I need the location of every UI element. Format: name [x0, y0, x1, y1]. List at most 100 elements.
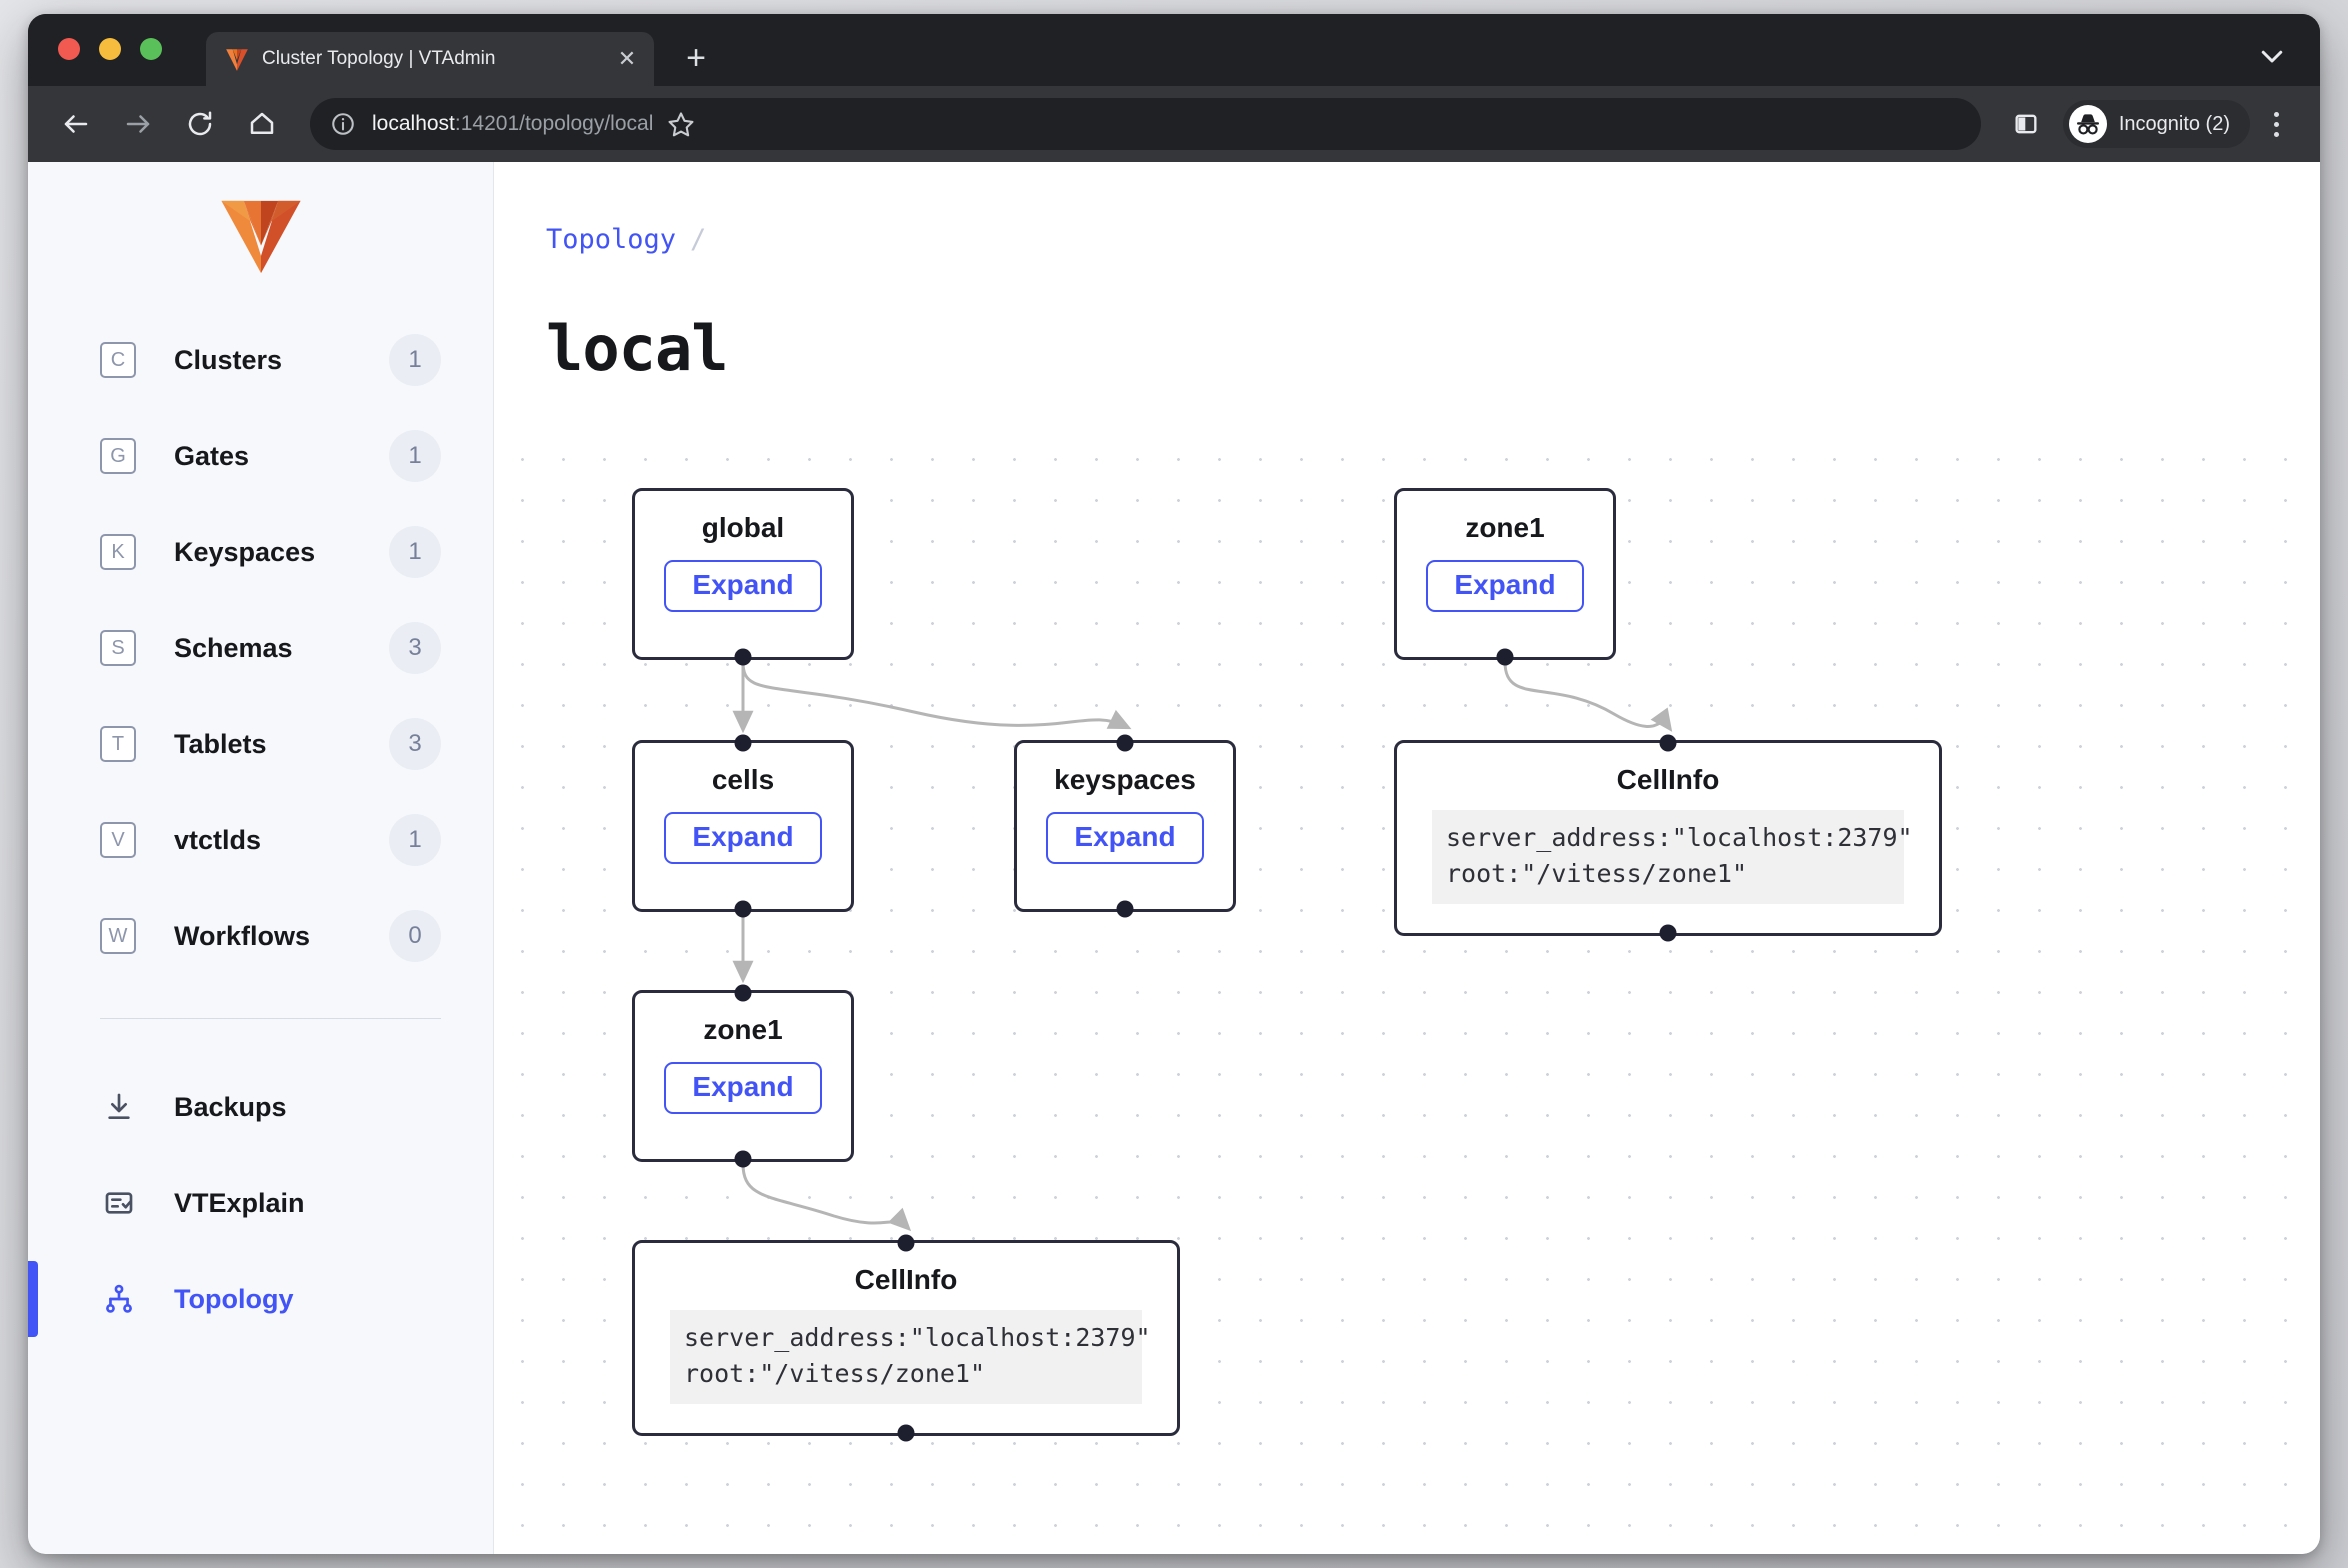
- status-badge: 0: [389, 910, 441, 962]
- expand-button[interactable]: Expand: [1426, 559, 1584, 612]
- sidebar-item-label: Gates: [174, 440, 250, 471]
- browser-window: Cluster Topology | VTAdmin ✕ +: [28, 14, 2320, 1554]
- sidebar-item-gates[interactable]: G Gates 1: [28, 408, 493, 504]
- window-traffic-lights: [58, 38, 162, 60]
- cellinfo-code-block: server_address:"localhost:2379" root:"/v…: [1432, 809, 1913, 904]
- home-icon[interactable]: [238, 100, 286, 148]
- sidebar: C Clusters 1 G Gates 1 K Keyspaces 1: [28, 162, 494, 1554]
- sidebar-item-keyspaces[interactable]: K Keyspaces 1: [28, 504, 493, 600]
- node-handle-top[interactable]: [734, 984, 752, 1002]
- reload-icon[interactable]: [176, 100, 224, 148]
- sidebar-item-label: Workflows: [174, 920, 311, 951]
- breadcrumb: Topology /: [546, 224, 706, 255]
- sidebar-item-label: Topology: [174, 1283, 294, 1314]
- sidebar-primary-nav: C Clusters 1 G Gates 1 K Keyspaces 1: [28, 312, 493, 984]
- topology-node-zone1-left[interactable]: zone1 Expand: [632, 984, 854, 1168]
- node-handle-top[interactable]: [1659, 734, 1677, 752]
- browser-toolbar: localhost:14201/topology/local: [28, 86, 2320, 162]
- status-badge: 1: [389, 526, 441, 578]
- node-handle-bottom[interactable]: [734, 648, 752, 666]
- expand-button[interactable]: Expand: [664, 811, 822, 864]
- topology-node-zone1-right[interactable]: zone1 Expand: [1394, 488, 1616, 666]
- graph-edges: [732, 661, 1673, 1232]
- node-title: CellInfo: [1616, 764, 1720, 795]
- sidebar-secondary-nav: Backups VTExplain: [28, 1059, 493, 1347]
- keyspaces-letter-icon: K: [100, 534, 136, 570]
- back-arrow-icon[interactable]: [52, 100, 100, 148]
- status-badge: 1: [389, 334, 441, 386]
- node-title: zone1: [1465, 512, 1545, 543]
- status-badge: 3: [389, 622, 441, 674]
- tab-title: Cluster Topology | VTAdmin: [262, 48, 496, 69]
- tablets-letter-icon: T: [100, 726, 136, 762]
- minimize-window-button[interactable]: [99, 38, 121, 60]
- profile-button[interactable]: Incognito (2): [2062, 100, 2250, 148]
- sidebar-item-tablets[interactable]: T Tablets 3: [28, 696, 493, 792]
- node-handle-bottom[interactable]: [1496, 648, 1514, 666]
- sidebar-item-vtctlds[interactable]: V vtctlds 1: [28, 792, 493, 888]
- sidebar-item-topology[interactable]: Topology: [28, 1251, 493, 1347]
- bookmark-star-icon[interactable]: [667, 110, 695, 138]
- incognito-avatar-icon: [2068, 105, 2107, 143]
- maximize-window-button[interactable]: [140, 38, 162, 60]
- sidebar-item-label: Tablets: [174, 728, 267, 759]
- url-path: :14201/topology/local: [454, 112, 654, 135]
- clusters-letter-icon: C: [100, 342, 136, 378]
- topology-node-cells[interactable]: cells Expand: [632, 734, 854, 918]
- schemas-letter-icon: S: [100, 630, 136, 666]
- close-window-button[interactable]: [58, 38, 80, 60]
- node-title: global: [701, 512, 785, 543]
- checklist-icon: [100, 1184, 138, 1222]
- node-handle-bottom[interactable]: [734, 900, 752, 918]
- vitess-logo[interactable]: [28, 162, 493, 312]
- url-host: localhost: [372, 112, 455, 135]
- breadcrumb-link-topology[interactable]: Topology: [546, 224, 677, 255]
- expand-button[interactable]: Expand: [664, 1061, 822, 1114]
- topology-icon: [100, 1280, 138, 1318]
- cellinfo-code-block: server_address:"localhost:2379" root:"/v…: [670, 1309, 1151, 1404]
- topology-node-cellinfo-bottom[interactable]: CellInfo server_address:"localhost:2379"…: [632, 1234, 1180, 1442]
- site-info-icon[interactable]: [330, 111, 356, 137]
- sidebar-item-vtexplain[interactable]: VTExplain: [28, 1155, 493, 1251]
- expand-button[interactable]: Expand: [664, 559, 822, 612]
- node-handle-bottom[interactable]: [734, 1150, 752, 1168]
- node-title: CellInfo: [854, 1264, 958, 1295]
- sidebar-item-schemas[interactable]: S Schemas 3: [28, 600, 493, 696]
- node-handle-bottom[interactable]: [897, 1424, 915, 1442]
- browser-tab[interactable]: Cluster Topology | VTAdmin ✕: [206, 32, 654, 86]
- kebab-menu-icon[interactable]: [2256, 101, 2296, 147]
- sidebar-item-label: Keyspaces: [174, 536, 316, 567]
- topology-node-global[interactable]: global Expand: [632, 488, 854, 666]
- sidebar-item-backups[interactable]: Backups: [28, 1059, 493, 1155]
- node-title: cells: [711, 764, 775, 795]
- forward-arrow-icon[interactable]: [114, 100, 162, 148]
- node-handle-top[interactable]: [734, 734, 752, 752]
- new-tab-button[interactable]: +: [686, 39, 706, 77]
- topology-node-cellinfo-right[interactable]: CellInfo server_address:"localhost:2379"…: [1394, 734, 1942, 942]
- node-handle-bottom[interactable]: [1659, 924, 1677, 942]
- node-handle-top[interactable]: [1116, 734, 1134, 752]
- sidebar-item-label: Clusters: [174, 344, 283, 375]
- node-handle-top[interactable]: [897, 1234, 915, 1252]
- address-bar[interactable]: localhost:14201/topology/local: [310, 98, 1981, 150]
- sidebar-item-label: Backups: [174, 1091, 287, 1122]
- sidebar-divider: [100, 1018, 441, 1019]
- sidebar-item-label: VTExplain: [174, 1187, 305, 1218]
- node-handle-bottom[interactable]: [1116, 900, 1134, 918]
- topology-graph-canvas[interactable]: global Expand cells Expand keyspaces Exp…: [494, 430, 2320, 1554]
- page-title: local: [546, 311, 729, 385]
- sidebar-item-clusters[interactable]: C Clusters 1: [28, 312, 493, 408]
- chevron-down-icon[interactable]: [2252, 36, 2292, 76]
- topology-node-keyspaces[interactable]: keyspaces Expand: [1014, 734, 1236, 918]
- sidebar-item-label: Schemas: [174, 632, 293, 663]
- expand-button[interactable]: Expand: [1046, 811, 1204, 864]
- side-panel-icon[interactable]: [2003, 101, 2049, 147]
- sidebar-item-workflows[interactable]: W Workflows 0: [28, 888, 493, 984]
- close-icon[interactable]: ✕: [617, 46, 637, 71]
- tab-strip: Cluster Topology | VTAdmin ✕ +: [28, 14, 2320, 86]
- page-body: C Clusters 1 G Gates 1 K Keyspaces 1: [28, 162, 2320, 1554]
- gates-letter-icon: G: [100, 438, 136, 474]
- active-indicator: [28, 1261, 38, 1337]
- workflows-letter-icon: W: [100, 918, 136, 954]
